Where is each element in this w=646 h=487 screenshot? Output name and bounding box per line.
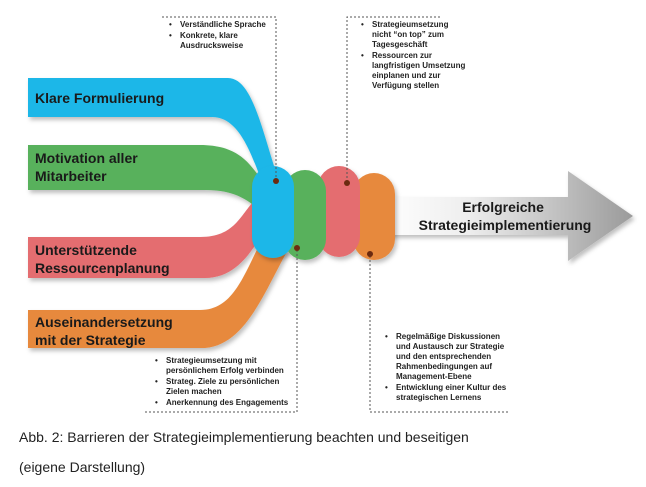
note-item: Entwicklung einer Kultur des strategisch… bbox=[385, 383, 514, 403]
figure-caption: Abb. 2: Barrieren der Strategieimplement… bbox=[19, 429, 469, 445]
note-bottom-left: Strategieumsetzung mit persönlichem Erfo… bbox=[152, 356, 302, 409]
success-arrow bbox=[380, 171, 633, 261]
connector-bottom-right bbox=[369, 253, 508, 413]
capsule-orange bbox=[353, 173, 395, 260]
note-top-right: Strategieumsetzung nicht “on top” zum Ta… bbox=[358, 20, 468, 92]
band-blue bbox=[28, 78, 276, 182]
band-label-red: Unterstützende Ressourcenplanung bbox=[35, 242, 170, 276]
note-bottom-right: Regelmäßige Diskussionen und Austausch z… bbox=[382, 332, 514, 404]
note-item: Regelmäßige Diskussionen und Austausch z… bbox=[385, 332, 514, 382]
band-label-blue: Klare Formulierung bbox=[35, 90, 164, 106]
dot-orange bbox=[367, 251, 373, 257]
note-item: Strateg. Ziele zu persönlichen Zielen ma… bbox=[155, 377, 302, 397]
note-item: Strategieumsetzung mit persönlichem Erfo… bbox=[155, 356, 302, 376]
band-red bbox=[28, 200, 270, 278]
connector-top-right bbox=[346, 16, 440, 182]
capsule-red bbox=[318, 166, 360, 257]
band-orange bbox=[28, 225, 288, 348]
arrow-label: Erfolgreiche Strategieimplementierung bbox=[419, 199, 592, 233]
note-item: Anerkennung des Engagements bbox=[155, 398, 302, 408]
connector-bottom-left bbox=[145, 247, 298, 413]
note-item: Ressourcen zur langfristigen Umsetzung e… bbox=[361, 51, 468, 91]
band-green bbox=[28, 145, 262, 212]
note-item: Konkrete, klare Ausdrucksweise bbox=[169, 31, 276, 51]
dot-red bbox=[344, 180, 350, 186]
note-item: Verständliche Sprache bbox=[169, 20, 276, 30]
note-item: Strategieumsetzung nicht “on top” zum Ta… bbox=[361, 20, 468, 50]
connector-top-left bbox=[162, 16, 277, 180]
band-label-green: Motivation aller Mitarbeiter bbox=[35, 150, 142, 184]
capsule-blue bbox=[252, 166, 294, 258]
dot-blue bbox=[273, 178, 279, 184]
note-top-left: Verständliche Sprache Konkrete, klare Au… bbox=[166, 20, 276, 52]
capsule-green bbox=[284, 170, 326, 260]
dot-green bbox=[294, 245, 300, 251]
figure-caption-source: (eigene Darstellung) bbox=[19, 459, 146, 475]
band-label-orange: Auseinandersetzung mit der Strategie bbox=[35, 314, 177, 348]
